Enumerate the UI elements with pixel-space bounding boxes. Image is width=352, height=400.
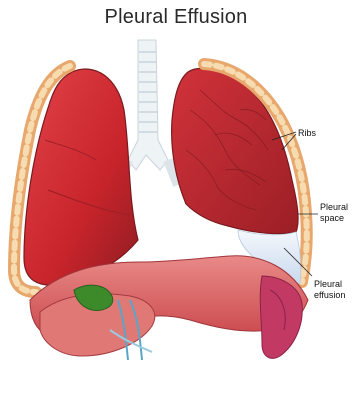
ribs-label: Ribs: [298, 128, 317, 138]
right-lung: [172, 68, 298, 233]
pleural-effusion-label-line1: Pleural: [314, 279, 342, 289]
pleural-space-label-line1: Pleural: [320, 202, 348, 212]
pleural-effusion-label-line2: effusion: [314, 290, 345, 300]
pleural-space-label-line2: space: [320, 213, 344, 223]
